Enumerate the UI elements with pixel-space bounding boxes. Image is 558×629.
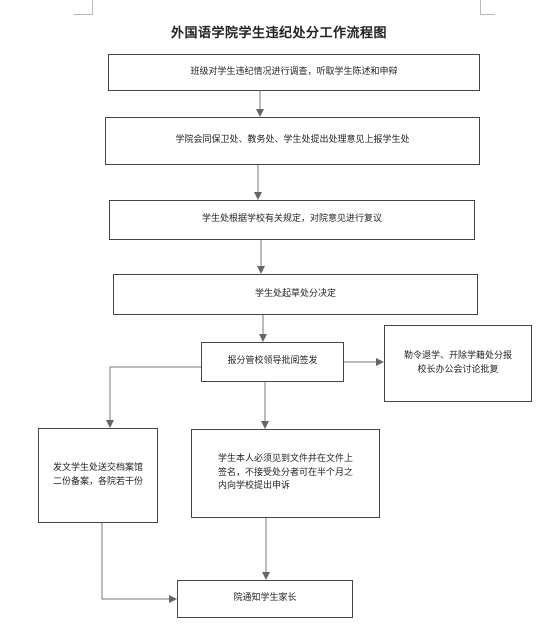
page-corner-mark-left (74, 0, 93, 15)
step-notify-parents-box: 院通知学生家长 (177, 580, 353, 618)
step-investigate-box: 班级对学生违纪情况进行调查，听取学生陈述和申辩 (108, 54, 480, 91)
step-draft-decision-box: 学生处起草处分决定 (113, 274, 478, 315)
step-expulsion-review-box: 勒令退学、开除学籍处分报校长办公会讨论批复 (384, 325, 532, 402)
step-review-box: 学生处根据学校有关规定，对院意见进行复议 (109, 200, 475, 240)
step-leader-approval-box: 报分管校领导批阅签发 (201, 342, 344, 382)
flowchart-title: 外国语学院学生违纪处分工作流程图 (170, 26, 387, 41)
step-file-archive-box: 发文学生处送交档案馆二份备案，各院若干份 (38, 428, 158, 523)
step-college-proposal-box: 学院会同保卫处、教务处、学生处提出处理意见上报学生处 (105, 117, 480, 165)
arrow-step7-step9 (101, 523, 177, 603)
arrow-step5-step7 (106, 366, 201, 428)
step-student-sign-box: 学生本人必须见到文件并在文件上签名，不接受处分者可在半个月之内向学校提出申诉 (191, 429, 380, 518)
page-corner-mark-right (480, 0, 495, 15)
